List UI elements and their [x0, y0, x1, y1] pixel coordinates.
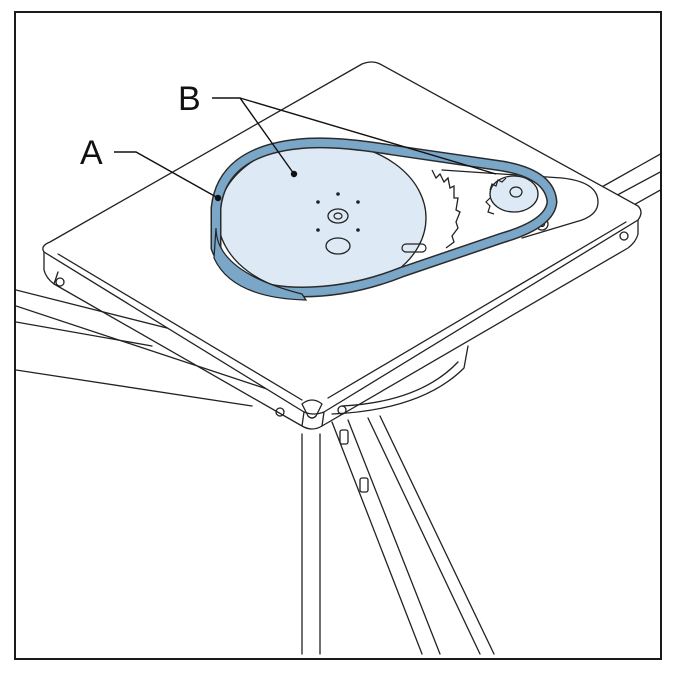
- callout-label-b: B: [178, 80, 201, 118]
- leader-dot-a: [214, 194, 222, 202]
- toothed-belt: [210, 137, 558, 301]
- callout-label-a: A: [80, 134, 103, 172]
- illustration-frame: A B: [14, 11, 662, 660]
- leader-dot-b: [290, 170, 298, 178]
- leader-line-b-2: [239, 97, 497, 175]
- leader-lines: [114, 97, 497, 202]
- small-pulley: [485, 175, 539, 215]
- frame-legs: [301, 415, 495, 655]
- belt-drive-illustration: A B: [16, 61, 660, 655]
- leader-line-a: [114, 151, 219, 199]
